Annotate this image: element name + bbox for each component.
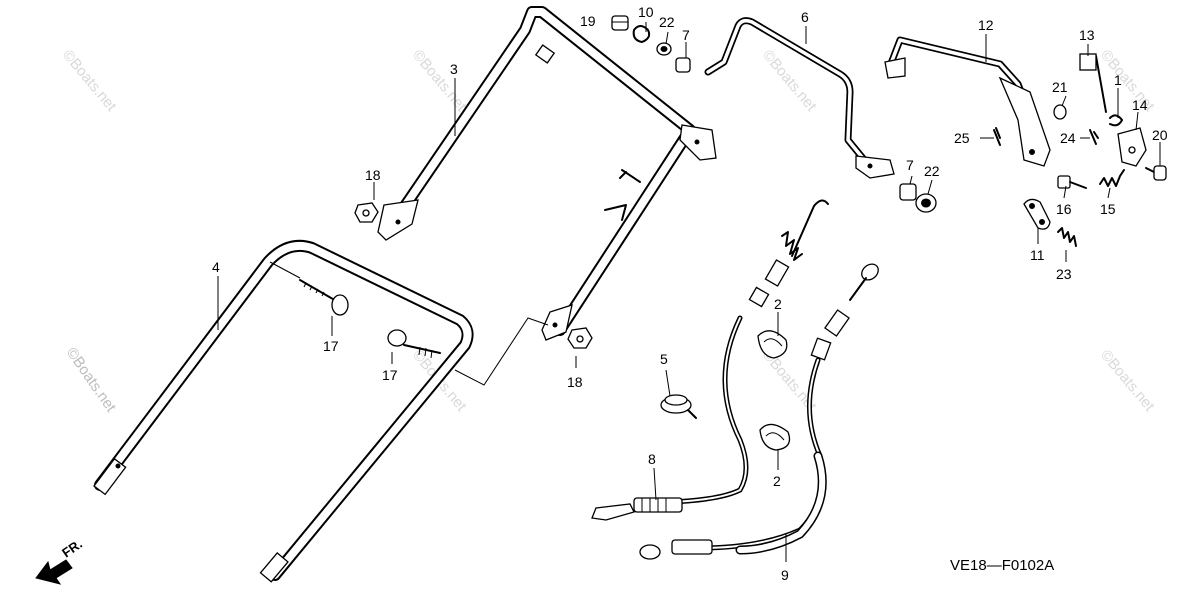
- nut-18-a: [354, 202, 379, 223]
- callout-6: 6: [801, 9, 809, 25]
- callout-22: 22: [659, 14, 675, 30]
- watermark: ©Boats.net: [63, 345, 120, 416]
- callout-7: 7: [906, 157, 914, 173]
- callout-9: 9: [781, 567, 789, 583]
- clip-1: [1109, 114, 1123, 127]
- callout-7: 7: [682, 27, 690, 43]
- spring-15: [1099, 169, 1125, 187]
- nut-18-b: [567, 327, 593, 349]
- callouts: 19 10 22 7 6 12 13 3 21 1 14 24 20 25 18…: [212, 4, 1168, 583]
- callout-11: 11: [1030, 247, 1045, 263]
- front-label: FR.: [59, 536, 85, 560]
- callout-20: 20: [1152, 127, 1168, 143]
- watermark: ©Boats.net: [1097, 347, 1158, 416]
- diagram-code: VE18—F0102A: [950, 557, 1054, 574]
- washer-21: [1053, 104, 1067, 120]
- front-arrow-icon: [35, 559, 73, 585]
- leader-lines: [217, 21, 1161, 562]
- watermark: ©Boats.net: [409, 47, 470, 116]
- callout-18: 18: [365, 167, 381, 183]
- callout-25: 25: [954, 130, 970, 146]
- bracket-12: [884, 36, 1051, 167]
- pin-24: [1089, 129, 1099, 145]
- callout-2: 2: [774, 296, 782, 312]
- lower-handle: [93, 239, 474, 583]
- callout-10: 10: [638, 4, 654, 20]
- callout-1: 1: [1114, 72, 1122, 88]
- callout-17: 17: [382, 367, 398, 383]
- watermark: ©Boats.net: [1097, 47, 1158, 116]
- callout-8: 8: [648, 451, 656, 467]
- callout-14: 14: [1132, 97, 1148, 113]
- callout-24: 24: [1060, 130, 1076, 146]
- bolt-17-b: [387, 329, 441, 359]
- watermarks: ©Boats.net ©Boats.net ©Boats.net ©Boats.…: [59, 47, 1158, 416]
- bolt-20: [1145, 165, 1167, 181]
- callout-16: 16: [1056, 201, 1072, 217]
- callout-15: 15: [1100, 201, 1116, 217]
- callout-13: 13: [1079, 27, 1095, 43]
- clamp-2-a: [757, 330, 788, 359]
- callout-2: 2: [773, 473, 781, 489]
- callout-3: 3: [450, 61, 458, 77]
- callout-23: 23: [1056, 266, 1072, 282]
- front-direction-indicator: FR.: [35, 536, 85, 585]
- cable-8: [591, 199, 829, 521]
- callout-21: 21: [1052, 79, 1068, 95]
- control-rod-6: [704, 17, 895, 179]
- callout-4: 4: [212, 259, 220, 275]
- lever-13: [1079, 53, 1107, 113]
- pin-25: [993, 127, 1001, 146]
- link-11: [1023, 198, 1051, 230]
- callout-19: 19: [580, 13, 596, 29]
- clamp-2-b: [759, 423, 791, 451]
- band-5: [660, 394, 697, 419]
- callout-5: 5: [660, 351, 668, 367]
- upper-handle: [377, 6, 717, 341]
- spring-23: [1057, 227, 1077, 247]
- bolt-16: [1057, 175, 1087, 189]
- callout-22: 22: [924, 163, 940, 179]
- plate-14: [1117, 127, 1147, 167]
- bushing-group-lower: [899, 183, 937, 213]
- callout-12: 12: [978, 17, 994, 33]
- callout-18: 18: [567, 374, 583, 390]
- bolt-17-a: [299, 279, 349, 316]
- watermark: ©Boats.net: [59, 47, 120, 116]
- callout-17: 17: [323, 338, 339, 354]
- bushing-group-upper: [611, 15, 691, 73]
- cable-9: [639, 263, 879, 560]
